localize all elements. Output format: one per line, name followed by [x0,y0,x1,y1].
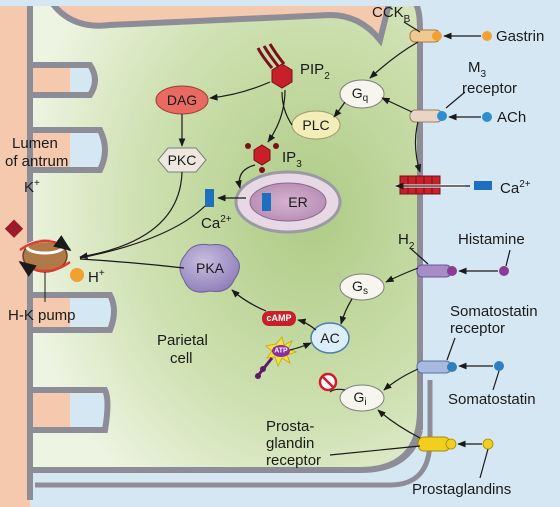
gs-label: G [352,278,363,294]
somatostatin-label: Somatostatin [448,391,536,408]
histamine-dot-icon [499,266,509,276]
parietal-label-line1: Parietal [157,332,208,349]
gastrin-label: Gastrin [496,28,544,45]
ach-label: ACh [497,109,526,126]
cckb-receptor-icon [409,29,442,43]
ca-ext-label: Ca [500,180,520,197]
ac-node [310,322,350,354]
parietal-label-line2: cell [170,350,193,367]
ip3-label: IP [282,149,296,166]
somatostatin-dot-icon [494,361,504,371]
svg-text:PIP2: PIP2 [300,61,330,82]
svg-text:K+: K+ [24,178,40,196]
ca-sup: 2+ [220,214,232,225]
h-ion-label: H [88,269,99,286]
svg-text:M3: M3 [468,59,487,80]
svg-text:H2: H2 [398,231,415,252]
inhibition-icon [318,372,338,392]
svg-text:H+: H+ [88,268,105,286]
gastrin-dot-icon [482,31,492,41]
atp-molecule-icon [254,336,298,379]
camp-node [262,311,296,326]
prostaglandins-label: Prostaglandins [412,481,511,498]
er-calcium-icon [262,193,271,211]
svg-text:CCKB: CCKB [372,4,411,25]
hk-pump-label: H-K pump [8,307,76,324]
dag-label: DAG [167,92,197,108]
histamine-label: Histamine [458,231,525,248]
ac-label: AC [320,330,339,346]
pka-label: PKA [196,260,225,276]
camp-label: cAMP [266,313,291,323]
m3-receptor-icon [409,109,447,123]
hydrogen-ion-icon [70,268,84,282]
atp-label: ATP [274,348,288,355]
cckb-label: CCK [372,4,404,21]
ca-label: Ca [201,215,221,232]
pkc-label: PKC [168,152,197,168]
er-label: ER [288,194,307,210]
m3-label: M [468,59,481,76]
prosta-receptor-line2: glandin [266,435,314,452]
svg-text:Gs: Gs [352,278,368,297]
gq-node [339,79,385,109]
prosta-receptor-line3: receptor [266,452,321,469]
potassium-ion-icon [4,219,24,238]
pkc-node [157,147,207,173]
svg-text:IP3: IP3 [282,149,302,170]
lumen-label-line2: of antrum [5,153,68,170]
calcium-ion-icon [205,189,214,207]
gi-sub: i [364,397,366,408]
gi-node [339,384,385,412]
pka-node [179,243,240,293]
ip3-sub: 3 [296,159,302,170]
bottom-fold [30,440,420,507]
k-ion-label: K [24,179,34,196]
somato-receptor-line1: Somatostatin [450,303,538,320]
ach-dot-icon [482,112,492,122]
arrows [79,21,511,479]
top-canaliculus [46,0,394,47]
prosta-receptor-line1: Prosta- [266,418,314,435]
h2-sub: 2 [409,241,415,252]
lumen-label-line1: Lumen [12,135,58,152]
pip2-sub: 2 [324,71,330,82]
pip2-label: PIP [300,61,324,78]
hk-pump-icon [18,235,72,277]
svg-text:Gi: Gi [353,389,366,408]
cckb-sub: B [404,14,411,25]
plc-label: PLC [302,117,329,133]
somatostatin-receptor-icon [416,360,457,374]
svg-text:Gq: Gq [352,85,368,104]
gi-label: G [353,389,364,405]
gs-node [339,273,385,301]
ca-ext-sup: 2+ [519,179,531,190]
gq-sub: q [363,93,369,104]
svg-text:Ca2+: Ca2+ [201,214,232,232]
gq-label: G [352,85,363,101]
extracellular-calcium-icon [474,181,492,190]
svg-text:Ca2+: Ca2+ [500,179,531,197]
m3-receptor-label: receptor [462,80,517,97]
h2-label: H [398,231,409,248]
prostaglandin-receptor-icon [417,436,457,452]
pip2-molecule-icon [256,43,293,89]
er-node [249,182,327,222]
ip3-molecule-icon [245,143,279,173]
m3-sub: 3 [481,69,487,80]
h2-receptor-icon [416,264,457,278]
prostaglandin-dot-icon [482,438,494,450]
k-ion-sup: + [34,178,40,189]
somato-receptor-line2: receptor [450,320,505,337]
h-ion-sup: + [99,268,105,279]
gs-sub: s [363,286,368,297]
